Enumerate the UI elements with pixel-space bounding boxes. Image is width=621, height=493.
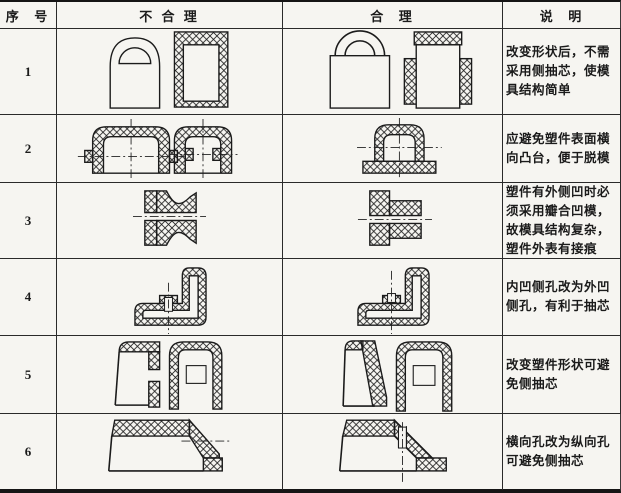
row-3-figure-unreasonable [57,183,283,259]
row-3-serial: 3 [0,183,57,259]
row-5-serial: 5 [0,336,57,414]
row-3-figure-reasonable [283,183,503,259]
stepped-section-good-figure [338,418,447,484]
shell-side-hole-bad-figure [114,341,223,410]
cap-section-good-figure [357,117,442,180]
header-note: 说 明 [503,2,621,29]
row-2-figure-reasonable [283,115,503,183]
row-5-figure-unreasonable [57,336,283,414]
row-1-note: 改变形状后，不需采用侧抽芯，使模具结构简单 [503,29,621,115]
header-unreasonable: 不 合 理 [57,2,283,29]
row-1-serial: 1 [0,29,57,115]
row-6-figure-reasonable [283,414,503,490]
spool-section-bad-figure [132,190,207,246]
row-2-note: 应避免塑件表面横向凸台，便于脱模 [503,115,621,183]
row-6-note: 横向孔改为纵向孔可避免侧抽芯 [506,435,611,468]
row-2-figure-unreasonable [57,115,283,183]
row-4-serial: 4 [0,259,57,336]
dome-part-good-figure [329,30,473,109]
row-1-figure-unreasonable [57,29,283,115]
row-6-serial: 6 [0,414,57,490]
header-reasonable: 合 理 [283,2,503,29]
row-4-figure-unreasonable [57,259,283,336]
row-3-note: 塑件有外侧凹时必须采用瓣合凹模，故模具结构复杂，塑件外表有接痕 [503,183,621,259]
header-serial: 序 号 [0,2,57,29]
stepped-section-bad-figure [107,418,232,472]
flanged-bushing-good-figure [357,190,432,246]
angle-section-good-figure [357,267,430,335]
cap-sections-bad-figure [77,118,238,180]
row-6-figure-unreasonable [57,414,283,490]
angle-section-bad-figure [134,267,207,335]
wedge-shell-good-figure [342,340,453,412]
row-4-figure-reasonable [283,259,503,336]
row-5-note: 改变塑件形状可避免侧抽芯 [503,336,621,414]
row-2-serial: 2 [0,115,57,183]
row-5-figure-reasonable [283,336,503,414]
dome-part-bad-figure [109,31,229,109]
row-4-note: 内凹侧孔改为外凹侧孔，有利于抽芯 [503,259,621,336]
row-1-figure-reasonable [283,29,503,115]
